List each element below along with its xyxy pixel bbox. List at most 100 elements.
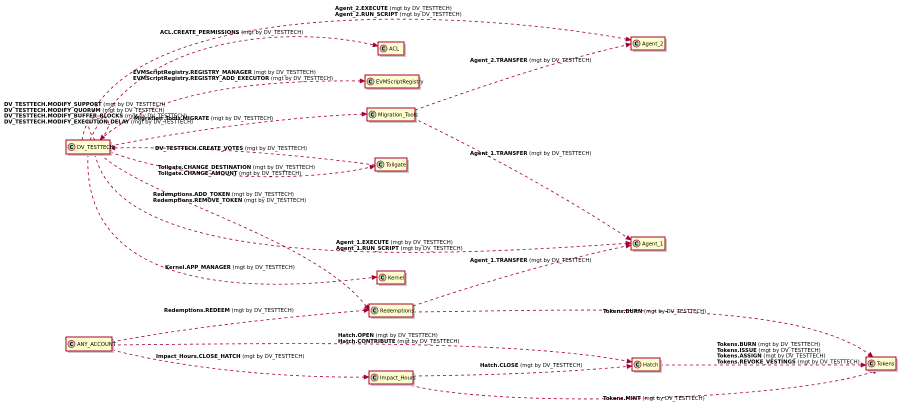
class-c-icon [368, 110, 377, 119]
edge [99, 153, 370, 311]
node-name: Redemptions [380, 308, 414, 314]
manager-suffix: (mgt by DV_TESTTECH) [641, 396, 705, 402]
arrowhead-icon [625, 243, 632, 249]
class-letter-icon: C [635, 241, 639, 247]
permission-name: Hatch.OPEN [338, 333, 374, 339]
edge-line [412, 117, 632, 241]
class-c-icon [632, 239, 641, 248]
manager-suffix: (mgt by DV_TESTTECH) [252, 70, 316, 76]
node-name: Agent_2 [642, 41, 663, 47]
manager-suffix: (mgt by DV_TESTTECH) [242, 198, 306, 204]
manager-suffix: (mgt by DV_TESTTECH) [129, 119, 193, 125]
permission-name: Agent_2.EXECUTE [335, 6, 388, 12]
manager-suffix: (mgt by DV_TESTTECH) [241, 354, 305, 360]
permission-name: Redemptions.ADD_TOKEN [153, 192, 230, 198]
edge-label: Agent_1.TRANSFER (mgt by DV_TESTTECH) [470, 258, 591, 264]
node-name: DV_TESTTECH [77, 145, 114, 151]
manager-suffix: (mgt by DV_TESTTECH) [102, 102, 166, 108]
class-c-icon [378, 273, 387, 282]
permission-name: DV_TESTTECH.MODIFY_QUORUM [4, 108, 101, 114]
node-name: Tokens [876, 361, 895, 367]
class-c-icon [376, 160, 385, 169]
permission-name: Agent_2.RUN_SCRIPT [335, 12, 398, 18]
class-letter-icon: C [635, 41, 639, 47]
class-c-icon [632, 39, 641, 48]
manager-suffix: (mgt by DV_TESTTECH) [642, 309, 706, 315]
class-letter-icon: C [371, 112, 375, 118]
edge [111, 343, 633, 364]
edge [111, 307, 370, 343]
arrowhead-icon [109, 145, 116, 151]
edge-line [87, 153, 378, 285]
edge-line [404, 369, 879, 400]
node-name: EVMScriptRegistry [376, 79, 424, 85]
edge [109, 151, 376, 178]
class-c-icon [379, 44, 388, 53]
class-c-icon [370, 373, 379, 382]
arrowhead-icon [625, 36, 632, 42]
class-c-icon [366, 77, 375, 86]
permission-name: Tollgate.CHANGE_AMOUNT [158, 171, 238, 177]
node-name: Kernel [388, 275, 404, 281]
manager-suffix: (mgt by DV_TESTTECH) [796, 359, 860, 365]
manager-suffix: (mgt by DV_TESTTECH) [231, 265, 295, 271]
class-letter-icon: C [373, 375, 377, 381]
edge [414, 42, 632, 111]
edge [87, 153, 378, 285]
edge-label: Redemptions.REDEEM (mgt by DV_TESTTECH) [164, 308, 294, 314]
permission-name: Agent_2.TRANSFER [470, 58, 528, 64]
manager-suffix: (mgt by DV_TESTTECH) [757, 348, 821, 354]
edge [109, 111, 368, 147]
permission-name: DV_TESTTECH.CREATE_VOTES [155, 146, 243, 152]
arrowhead-icon [361, 111, 368, 117]
edge-label: Tokens.BURN (mgt by DV_TESTTECH) [603, 309, 706, 315]
edge-label: Agent_2.EXECUTE (mgt by DV_TESTTECH)Agen… [335, 6, 462, 18]
manager-suffix: (mgt by DV_TESTTECH) [399, 246, 463, 252]
permission-name: Tokens.ISSUE [717, 348, 757, 354]
edge-label: Tokens.BURN (mgt by DV_TESTTECH)Tokens.I… [717, 342, 860, 365]
class-c-icon [867, 359, 876, 368]
permission-name: EVMScriptRegistry.REGISTRY_MANAGER [133, 70, 252, 76]
class-letter-icon: C [369, 79, 373, 85]
class-c-icon [67, 143, 76, 151]
edge [412, 309, 874, 358]
arrowhead-icon [626, 363, 633, 370]
permission-name: Hatch.CONTRIBUTE [338, 339, 396, 345]
permission-name: Agent_1.RUN_SCRIPT [336, 246, 399, 252]
edge-label: Agent_1.EXECUTE (mgt by DV_TESTTECH)Agen… [336, 240, 463, 252]
edge-label: Tokens.MINT (mgt by DV_TESTTECH) [603, 396, 705, 402]
edge [89, 36, 379, 141]
manager-suffix: (mgt by DV_TESTTECH) [528, 58, 592, 64]
manager-suffix: (mgt by DV_TESTTECH) [388, 6, 452, 12]
edge-labels-layer: Agent_2.EXECUTE (mgt by DV_TESTTECH)Agen… [4, 6, 860, 402]
class-c-icon [370, 306, 379, 315]
edge [412, 363, 633, 377]
permission-name: Hatch.CLOSE [480, 363, 519, 369]
arrowhead-icon [369, 164, 376, 170]
edge-line [412, 309, 874, 358]
arrowhead-icon [625, 42, 632, 48]
permission-name: Tokens.REVOKE_VESTINGS [717, 359, 796, 365]
class-letter-icon: C [70, 342, 74, 348]
manager-suffix: (mgt by DV_TESTTECH) [396, 339, 460, 345]
edges-layer [81, 18, 879, 400]
arrowhead-icon [363, 304, 370, 311]
edge [660, 362, 867, 368]
edge-line [412, 365, 633, 377]
manager-suffix: (mgt by DV_TESTTECH) [398, 12, 462, 18]
